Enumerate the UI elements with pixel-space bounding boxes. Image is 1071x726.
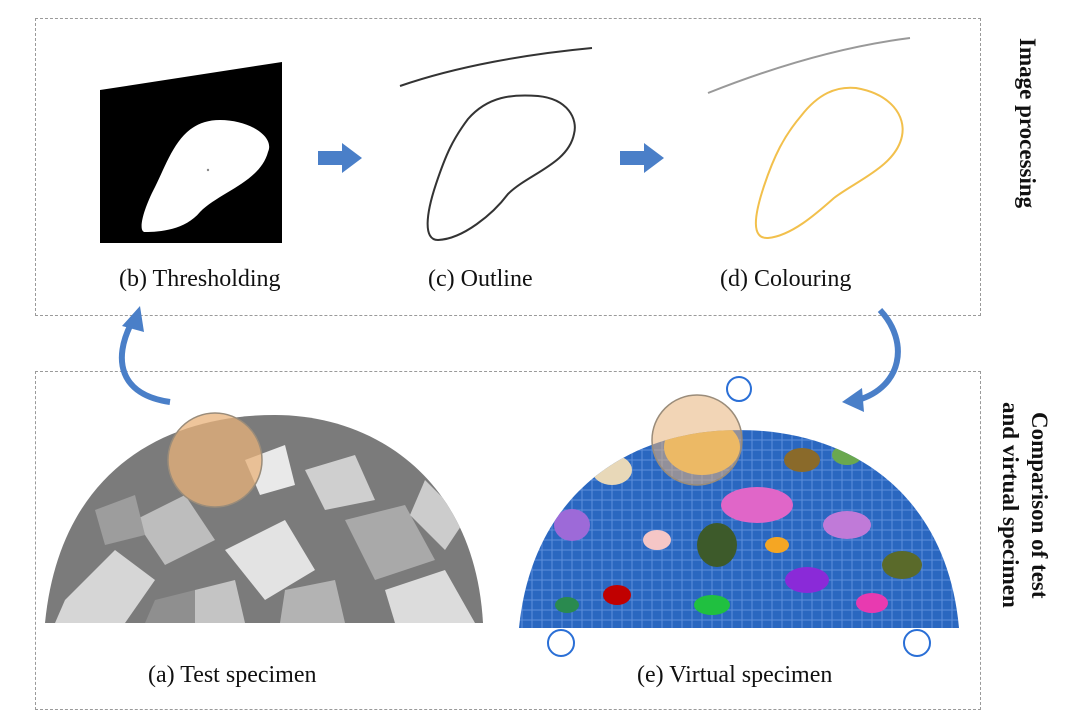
virtual-specimen-image — [519, 376, 959, 657]
colouring-image — [707, 37, 911, 240]
comparison-title: Comparison of test and virtual specimen — [996, 402, 1054, 608]
outline-image — [399, 47, 593, 242]
curved-arrow-up-icon — [118, 306, 171, 405]
colouring-caption: (d) Colouring — [720, 266, 852, 292]
comparison-title-line-1: Comparison of test — [1027, 411, 1052, 599]
test-specimen-caption: (a) Test specimen — [148, 662, 317, 688]
image-processing-title: Image processing — [1015, 38, 1040, 209]
outline-caption: (c) Outline — [428, 266, 533, 292]
arrow-right-icon — [318, 143, 362, 173]
virtual-specimen-caption: (e) Virtual specimen — [637, 662, 833, 688]
comparison-title-line-2: and virtual specimen — [998, 402, 1023, 608]
image-processing-panel — [35, 18, 981, 316]
thresholding-caption: (b) Thresholding — [119, 266, 281, 292]
arrow-right-icon — [620, 143, 664, 173]
test-specimen-image — [45, 412, 483, 623]
comparison-panel — [35, 371, 981, 710]
thresholding-image — [100, 62, 282, 243]
curved-arrow-down-icon — [842, 307, 901, 412]
